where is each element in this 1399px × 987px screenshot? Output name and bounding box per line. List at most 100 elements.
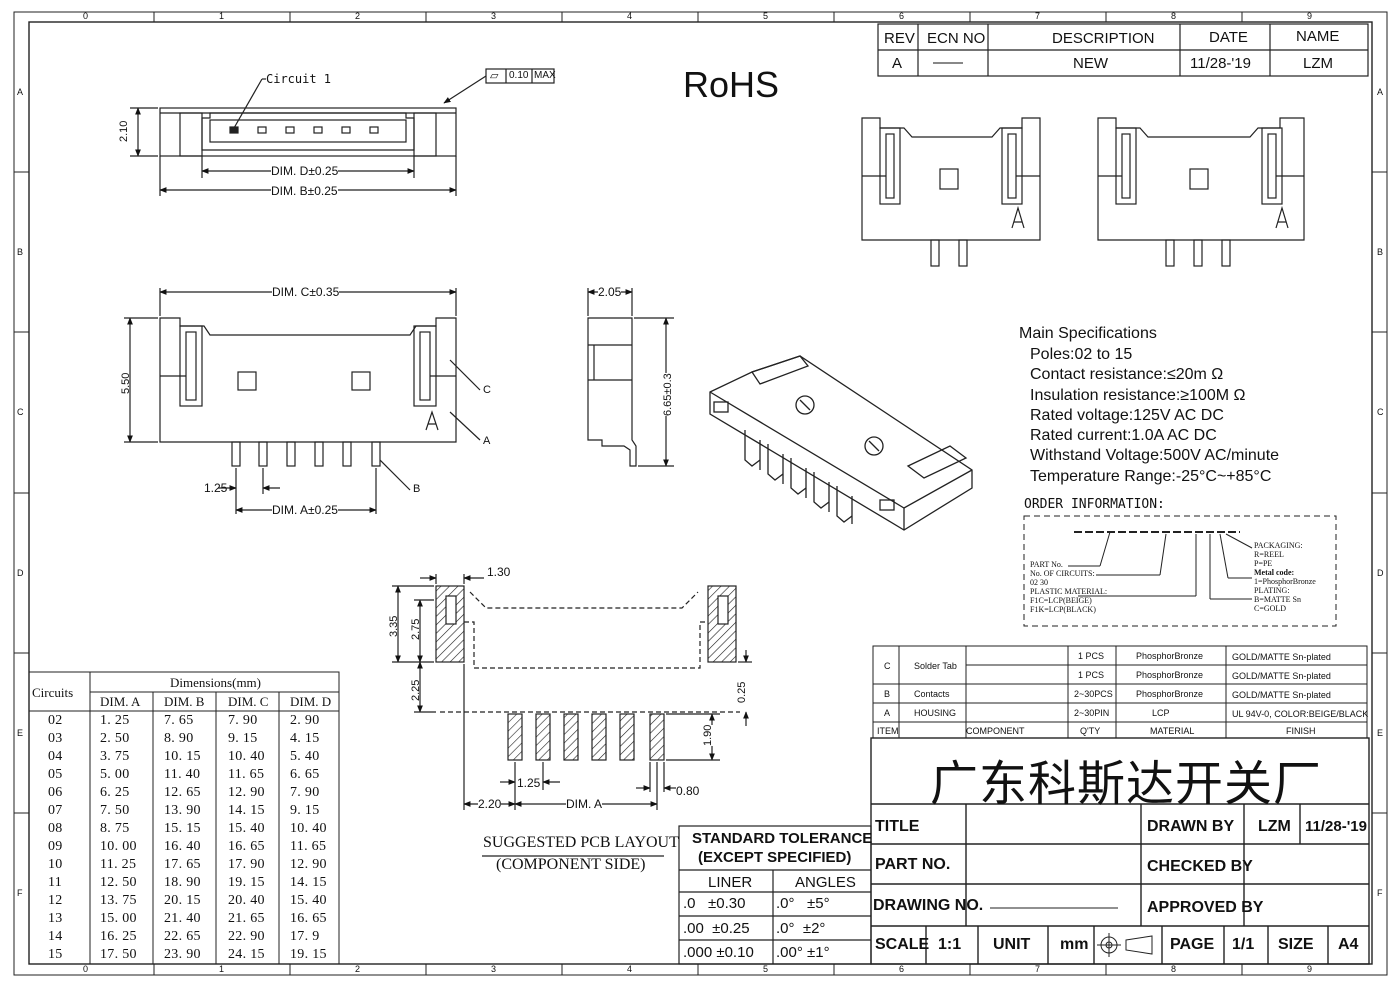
rev-header-rev: REV <box>884 30 915 47</box>
dim-table-circuits-cell: 13 <box>48 911 63 926</box>
grid-row-label: F <box>1377 888 1383 898</box>
flatness-symbol: ▱ <box>490 70 499 82</box>
dim-table-circuits-cell: 08 <box>48 821 63 836</box>
grid-col-label: 9 <box>1307 964 1313 974</box>
order-left-line: PLASTIC MATERIAL: <box>1030 587 1108 596</box>
dim-table-cell: 13. 90 <box>164 803 201 818</box>
tolerance-linear-2: .00 ±0.25 <box>683 920 750 937</box>
grid-row-label: C <box>1377 407 1384 417</box>
order-right-line: Metal code: <box>1254 568 1295 577</box>
desc-value: NEW <box>1073 55 1108 72</box>
pcb-dim-220: 2.20 <box>478 797 502 811</box>
title-block-grid <box>870 737 1370 965</box>
bom-mat-1: PhosphorBronze <box>1136 651 1204 661</box>
dim-table-cell: 2. 90 <box>290 713 320 728</box>
callout-b: B <box>413 483 421 495</box>
spec-line: Rated current:1.0A AC DC <box>1030 427 1217 445</box>
dim-table-cell: 7. 50 <box>100 803 130 818</box>
bom-solder-tab: Solder Tab <box>914 661 957 671</box>
grid-col-label: 3 <box>491 964 497 974</box>
pcb-dim-335: 3.35 <box>388 615 400 637</box>
order-right-list: PACKAGING: R=REEL P=PE Metal code: 1=Pho… <box>1254 541 1316 613</box>
revision-table <box>877 23 1369 77</box>
grid-col-label: 3 <box>491 11 497 21</box>
bom-item-b: B <box>884 689 891 699</box>
grid-col-label: 1 <box>219 964 225 974</box>
grid-col-label: 8 <box>1171 964 1177 974</box>
top-view <box>130 68 555 196</box>
specs-list: Poles:02 to 15 Contact resistance:≤20m Ω… <box>1030 345 1279 487</box>
checked-by-label: CHECKED BY <box>1147 858 1253 875</box>
dim-table-circuits-cell: 09 <box>48 839 63 854</box>
dim-table-cell: 12. 90 <box>290 857 327 872</box>
grid-col-label: 7 <box>1035 964 1041 974</box>
spec-line: Temperature Range:-25°C~+85°C <box>1030 467 1272 485</box>
order-left-line: F1C=LCP(BEIGE) <box>1030 596 1092 605</box>
dim-table-circuits-cell: 15 <box>48 947 63 962</box>
tolerance-linear-3: .000 ±0.10 <box>683 944 754 961</box>
right-views <box>861 117 1305 267</box>
dim-table-cell: 3. 75 <box>100 749 130 764</box>
bom-item-c: C <box>884 661 891 671</box>
order-left-line: PART No. <box>1030 560 1063 569</box>
size-label: SIZE <box>1278 936 1314 953</box>
dim-table-header: DIM. D <box>290 694 332 709</box>
dim-table-cell: 7. 90 <box>290 785 320 800</box>
pcb-dim-225: 2.25 <box>410 679 422 701</box>
tolerance-angle-2: .0° ±2° <box>776 920 826 937</box>
bom-qty-3: 2~30PCS <box>1074 689 1113 699</box>
grid-row-label: E <box>17 728 24 738</box>
side-width-dim: 2.05 <box>598 285 622 299</box>
pitch-label: 1.25 <box>204 481 228 495</box>
order-right-line: R=REEL <box>1254 550 1284 559</box>
order-left-list: PART No. No. OF CIRCUITS: 02 30 PLASTIC … <box>1030 560 1107 614</box>
grid-col-label: 6 <box>899 964 905 974</box>
bom-item-a: A <box>884 708 891 718</box>
pcb-dim-025: 0.25 <box>736 681 748 703</box>
dim-table-circuits-header: Circuits <box>32 685 74 700</box>
dim-table-cell: 5. 00 <box>100 767 130 782</box>
dim-a-label: DIM. A±0.25 <box>272 503 338 517</box>
order-right-line: B=MATTE Sn <box>1254 595 1301 604</box>
part-no-label: PART NO. <box>875 856 951 873</box>
dim-table-circuits-cell: 05 <box>48 767 63 782</box>
order-left-line: 02 30 <box>1030 578 1048 587</box>
dim-table-header: DIM. A <box>100 694 141 709</box>
dim-c-label: DIM. C±0.35 <box>272 285 340 299</box>
dim-table-cell: 21. 65 <box>228 911 265 926</box>
scale-label: SCALE <box>875 936 930 953</box>
dim-table-header: DIM. C <box>228 694 269 709</box>
dim-table-cell: 10. 40 <box>290 821 327 836</box>
dim-table-cell: 8. 75 <box>100 821 130 836</box>
dim-table-cell: 9. 15 <box>228 731 258 746</box>
date-value: 11/28-'19 <box>1190 55 1251 72</box>
bom-housing: HOUSING <box>914 708 957 718</box>
order-info <box>1023 515 1337 627</box>
bom-header-qty: Q'TY <box>1080 726 1101 736</box>
grid-col-label: 0 <box>83 964 89 974</box>
rev-header-name: NAME <box>1296 28 1340 45</box>
grid-row-label: F <box>17 888 23 898</box>
dim-table-cell: 4. 15 <box>290 731 320 746</box>
bom-header-item: ITEM <box>877 726 899 736</box>
grid-col-label: 4 <box>627 964 633 974</box>
bom-mat-2: PhosphorBronze <box>1136 670 1204 680</box>
dim-table-cell: 16. 40 <box>164 839 201 854</box>
grid-row-label: B <box>17 247 24 257</box>
name-value: LZM <box>1303 55 1333 72</box>
grid-col-label: 5 <box>763 964 769 974</box>
dim-table-cell: 11. 40 <box>164 767 201 782</box>
iso-view <box>709 355 973 531</box>
dim-table-circuits-cell: 06 <box>48 785 63 800</box>
grid-col-label: 9 <box>1307 11 1313 21</box>
dim-table-circuits-cell: 02 <box>48 713 63 728</box>
tolerance-title-1: STANDARD TOLERANCE <box>692 830 873 847</box>
pcb-layout <box>392 574 752 857</box>
ecn-value: —— <box>933 54 963 71</box>
dim-table-cell: 22. 65 <box>164 929 201 944</box>
page-value: 1/1 <box>1232 936 1255 953</box>
dim-table-cell: 22. 90 <box>228 929 265 944</box>
dim-table-cell: 14. 15 <box>290 875 327 890</box>
rev-header-date: DATE <box>1209 29 1248 46</box>
grid-col-label: 2 <box>355 964 361 974</box>
